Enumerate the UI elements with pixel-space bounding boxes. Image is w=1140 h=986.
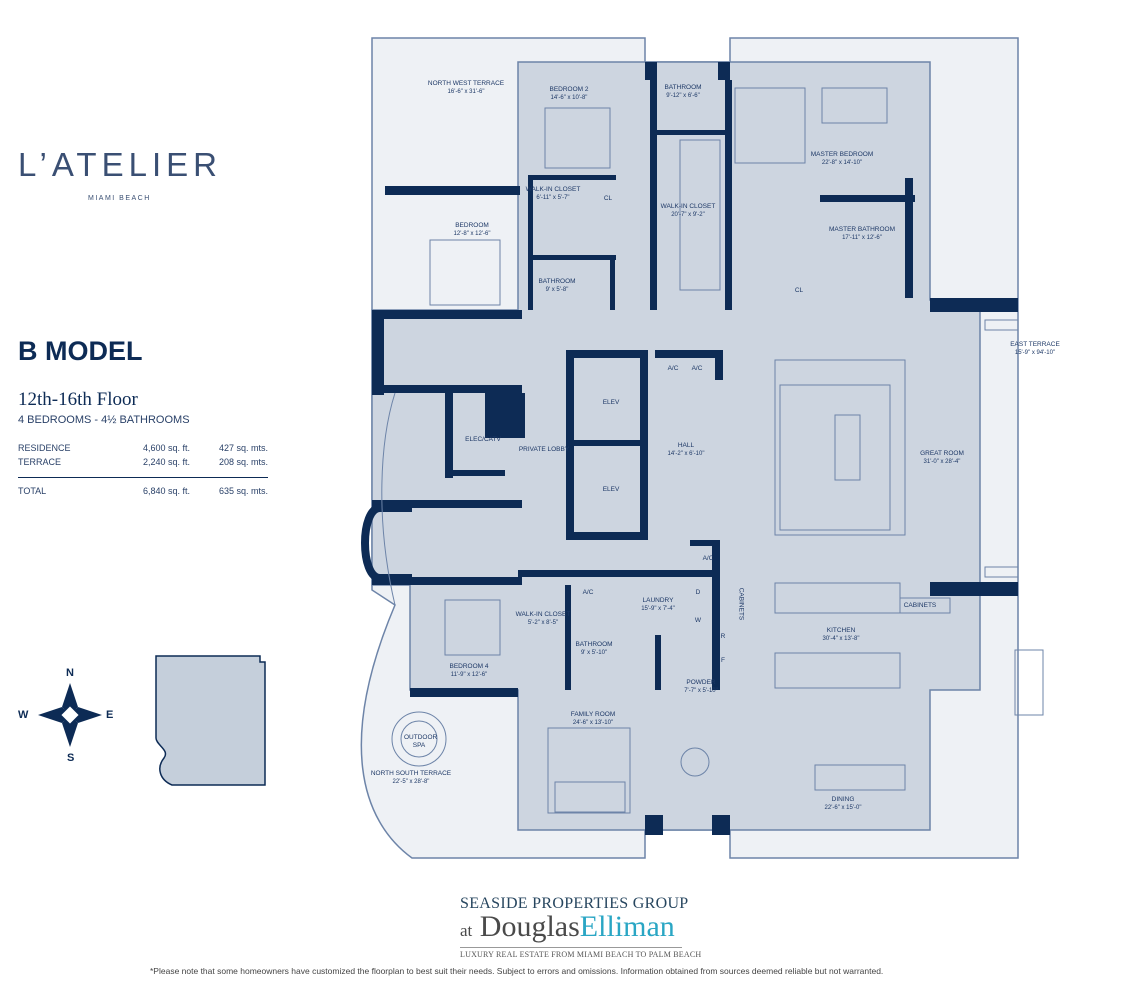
area-sqft: 2,240 sq. ft.: [143, 457, 191, 467]
room-label: PRIVATE LOBBY: [518, 446, 570, 453]
room-label: ELEV: [602, 486, 620, 493]
compass-icon: [38, 683, 102, 747]
area-table: RESIDENCE 4,600 sq. ft. 427 sq. mts. TER…: [18, 443, 268, 500]
compass-e: E: [106, 709, 114, 721]
room-label: A/C: [667, 365, 679, 372]
area-sqm: 208 sq. mts.: [218, 457, 268, 467]
model-title: B MODEL: [18, 336, 143, 366]
stair-curve-wall: [361, 504, 412, 582]
furniture: [381, 87, 1044, 814]
room-label: A/C: [691, 365, 703, 372]
logo-group-name: SEASIDE PROPERTIES GROUP: [460, 895, 689, 912]
room-label: ELEC/CATV: [465, 436, 501, 443]
walls: [372, 62, 1018, 835]
brand-logo: L’ATELIER: [18, 146, 222, 183]
area-row-residence: RESIDENCE 4,600 sq. ft. 427 sq. mts.: [18, 443, 268, 457]
room-label: R: [720, 633, 726, 640]
logo-tagline: LUXURY REAL ESTATE FROM MIAMI BEACH TO P…: [460, 950, 702, 959]
area-row-total: TOTAL 6,840 sq. ft. 635 sq. mts.: [18, 486, 268, 500]
room-label: CABINETS: [737, 587, 745, 621]
room-label: OUTDOOR SPA: [404, 734, 438, 749]
brand-location: MIAMI BEACH: [88, 195, 151, 202]
room-label: CL: [794, 287, 804, 294]
area-sqft: 6,840 sq. ft.: [143, 486, 191, 496]
room-label: A/C: [582, 589, 594, 596]
area-sqm: 427 sq. mts.: [218, 443, 268, 453]
area-label: RESIDENCE: [18, 443, 71, 453]
disclaimer: *Please note that some homeowners have c…: [150, 966, 884, 976]
logo-brokerage: at DouglasElliman: [460, 910, 675, 943]
compass-w: W: [18, 709, 29, 721]
rooms-summary: 4 BEDROOMS - 4½ BATHROOMS: [18, 414, 190, 426]
room-label: A/C: [702, 555, 714, 562]
area-label: TERRACE: [18, 457, 62, 467]
room-label: ELEV: [602, 399, 620, 406]
area-sqm: 635 sq. mts.: [218, 486, 268, 496]
logo-divider: [460, 947, 682, 948]
room-label: F: [721, 657, 725, 664]
key-plan: [155, 655, 266, 786]
room-label: CL: [603, 195, 613, 202]
room-label: CABINETS: [903, 602, 937, 609]
compass-s: S: [67, 752, 75, 764]
area-row-terrace: TERRACE 2,240 sq. ft. 208 sq. mts.: [18, 457, 268, 471]
room-label: D: [695, 589, 701, 596]
area-label: TOTAL: [18, 486, 47, 496]
room-label: W: [694, 617, 702, 624]
divider: [18, 477, 268, 478]
floor-plan: [360, 37, 1044, 859]
area-sqft: 4,600 sq. ft.: [143, 443, 191, 453]
compass-n: N: [66, 667, 74, 679]
floor-range: 12th-16th Floor: [18, 389, 138, 410]
